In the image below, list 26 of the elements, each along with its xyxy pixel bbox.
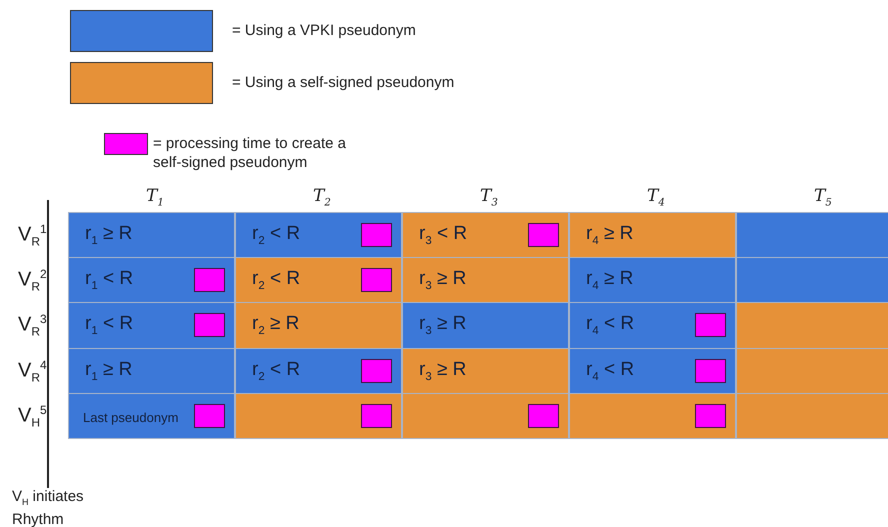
period-label: T$_{4}$ [647, 186, 665, 208]
legend-text: = Using a VPKI pseudonym [232, 21, 417, 40]
legend-text: = Using a self-signed pseudonym [232, 73, 456, 92]
condition-text: r$_{4}$ < R [586, 358, 634, 382]
condition-text: r$_{2}$ < R [252, 358, 300, 382]
legend-text: = processing time to create a self-signed pseudonym [153, 134, 348, 172]
condition-text: r$_{4}$ ≥ R [586, 268, 634, 292]
condition-text: r$_{4}$ ≥ R [586, 223, 634, 247]
condition-text: r$_{1}$ < R [85, 313, 134, 338]
condition-text: r$_{1}$ ≥ R [85, 223, 132, 247]
period-label: T$_{1}$ [146, 186, 164, 208]
axis-caption: V$_{H}$ initiates Rhythm [12, 488, 85, 527]
condition-text: r$_{3}$ ≥ R [419, 313, 466, 338]
condition-text: r$_{3}$ ≥ R [419, 268, 466, 292]
condition-text: r$_{1}$ ≥ R [85, 358, 132, 382]
condition-text: r$_{4}$ < R [586, 313, 634, 338]
condition-text: r$_{3}$ < R [419, 223, 468, 247]
condition-text: r$_{2}$ < R [252, 268, 300, 292]
period-label: T$_{5}$ [814, 186, 832, 208]
condition-text: Last pseudonym [83, 410, 178, 425]
condition-text: r$_{1}$ < R [85, 268, 134, 292]
condition-text: r$_{2}$ ≥ R [252, 313, 300, 338]
period-label: T$_{3}$ [480, 186, 498, 208]
condition-text: r$_{3}$ ≥ R [419, 358, 466, 382]
period-label: T$_{2}$ [313, 186, 331, 208]
condition-text: r$_{2}$ < R [252, 223, 300, 247]
